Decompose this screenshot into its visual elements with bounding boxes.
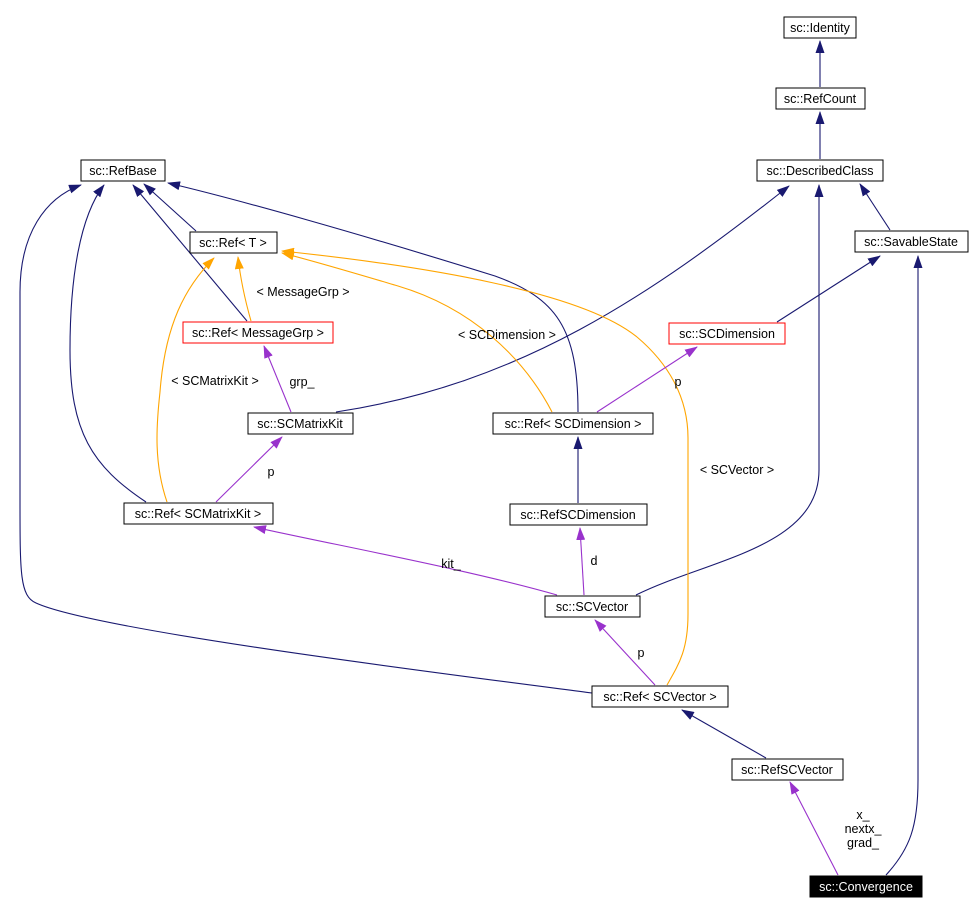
node-box [80, 159, 166, 182]
node-label: sc::RefCount [784, 92, 857, 106]
class-node-sc-ref-t[interactable]: sc::Ref< T > [189, 231, 278, 254]
edge-usage-scmatrixkit-refmessagegrp [263, 345, 292, 413]
class-node-sc-savablestate[interactable]: sc::SavableState [854, 230, 969, 253]
edge-inherit-savablestate-describedclass [859, 183, 891, 231]
class-node-sc-ref-messagegrp[interactable]: sc::Ref< MessageGrp > [182, 321, 334, 344]
edge-inherit-refscmatrixkit-refbase [69, 184, 147, 503]
edge-usage-scvector-refscmatrixkit [253, 525, 558, 596]
class-node-sc-identity[interactable]: sc::Identity [783, 16, 857, 39]
edge-label-template-scvector: < SCVector > [700, 463, 774, 477]
node-layer: sc::RefBase sc::Identity sc::RefCount sc… [80, 16, 969, 898]
node-label: sc::RefSCVector [741, 763, 833, 777]
node-box [123, 502, 274, 525]
edge-inherit-reft-refbase [143, 183, 197, 232]
edge-label-member-grad: grad_ [847, 836, 880, 850]
edge-inherit-convergence-savablestate [885, 255, 923, 876]
edge-label-p-scdimension: p [675, 375, 682, 389]
node-box [775, 87, 866, 110]
node-label: sc::SCDimension [679, 327, 775, 341]
node-label: sc::Ref< SCVector > [603, 690, 716, 704]
node-box [591, 685, 729, 708]
edge-inherit-refscdimension-refbase [167, 181, 579, 413]
class-node-sc-scvector[interactable]: sc::SCVector [544, 595, 641, 618]
edge-template-refscvector-reft [281, 247, 689, 686]
edge-template-refscmatrixkit-reft [156, 257, 215, 503]
node-label: sc::Ref< T > [199, 236, 267, 250]
class-node-sc-convergence[interactable]: sc::Convergence [809, 875, 923, 898]
edge-template-refmessagegrp-reft [234, 256, 252, 322]
edge-label-template-scdimension: < SCDimension > [458, 328, 556, 342]
node-box [189, 231, 278, 254]
node-label: sc::DescribedClass [767, 164, 874, 178]
class-node-sc-ref-scmatrixkit[interactable]: sc::Ref< SCMatrixKit > [123, 502, 274, 525]
edge-layer [19, 40, 923, 876]
edge-label-layer: < MessageGrp > < SCDimension > < SCMatri… [171, 285, 882, 850]
node-label: sc::Ref< SCDimension > [505, 417, 642, 431]
node-label: sc::RefBase [89, 164, 156, 178]
class-node-sc-refscvector[interactable]: sc::RefSCVector [731, 758, 844, 781]
class-node-sc-ref-scvector[interactable]: sc::Ref< SCVector > [591, 685, 729, 708]
class-node-sc-scdimension[interactable]: sc::SCDimension [668, 322, 786, 345]
class-node-sc-scmatrixkit[interactable]: sc::SCMatrixKit [247, 412, 354, 435]
node-box [756, 159, 884, 182]
node-box [492, 412, 654, 435]
node-label: sc::SCVector [556, 600, 628, 614]
node-box [509, 503, 648, 526]
node-label: sc::Ref< MessageGrp > [192, 326, 324, 340]
edge-inherit-refscvector-refbase [19, 184, 593, 694]
node-label: sc::Ref< SCMatrixKit > [135, 507, 261, 521]
node-box [182, 321, 334, 344]
edge-usage-scvector-refscdimension [576, 527, 586, 596]
edge-label-p-scvector: p [638, 646, 645, 660]
edge-inherit-scmatrixkit-describedclass [335, 185, 790, 413]
node-label: sc::SCMatrixKit [257, 417, 343, 431]
edge-template-refscdimension-reft [281, 251, 553, 413]
node-box [668, 322, 786, 345]
edge-label-member-nextx: nextx_ [845, 822, 883, 836]
edge-inherit-scdimension-savablestate [776, 255, 881, 323]
node-label: sc::Identity [790, 21, 850, 35]
node-label: sc::RefSCDimension [520, 508, 635, 522]
edge-label-template-scmatrixkit: < SCMatrixKit > [171, 374, 259, 388]
class-node-sc-refcount[interactable]: sc::RefCount [775, 87, 866, 110]
node-box [854, 230, 969, 253]
node-box [544, 595, 641, 618]
edge-label-kit: kit_ [441, 557, 462, 571]
node-box [247, 412, 354, 435]
class-node-sc-describedclass[interactable]: sc::DescribedClass [756, 159, 884, 182]
edge-inherit-scvector-describedclass [635, 184, 824, 596]
edge-label-member-x: x_ [856, 808, 870, 822]
class-node-sc-refbase[interactable]: sc::RefBase [80, 159, 166, 182]
edge-usage-refscvector-scvector [594, 619, 656, 686]
edge-label-template-messagegrp: < MessageGrp > [256, 285, 349, 299]
node-box [783, 16, 857, 39]
node-box [809, 875, 923, 898]
node-label: sc::SavableState [864, 235, 958, 249]
edge-label-p-scmatrixkit: p [268, 465, 275, 479]
edge-usage-refscmatrixkit-scmatrixkit [215, 436, 283, 503]
node-label: sc::Convergence [819, 880, 913, 894]
edge-label-d: d [591, 554, 598, 568]
node-box [731, 758, 844, 781]
edge-usage-refscdimension-scdimension [596, 346, 698, 413]
class-node-sc-ref-scdimension[interactable]: sc::Ref< SCDimension > [492, 412, 654, 435]
edge-inherit-refscvectorclass-refscvector [681, 709, 767, 759]
class-node-sc-refscdimension[interactable]: sc::RefSCDimension [509, 503, 648, 526]
edge-label-grp: grp_ [289, 375, 315, 389]
edge-usage-convergence-refscvector [789, 781, 839, 876]
